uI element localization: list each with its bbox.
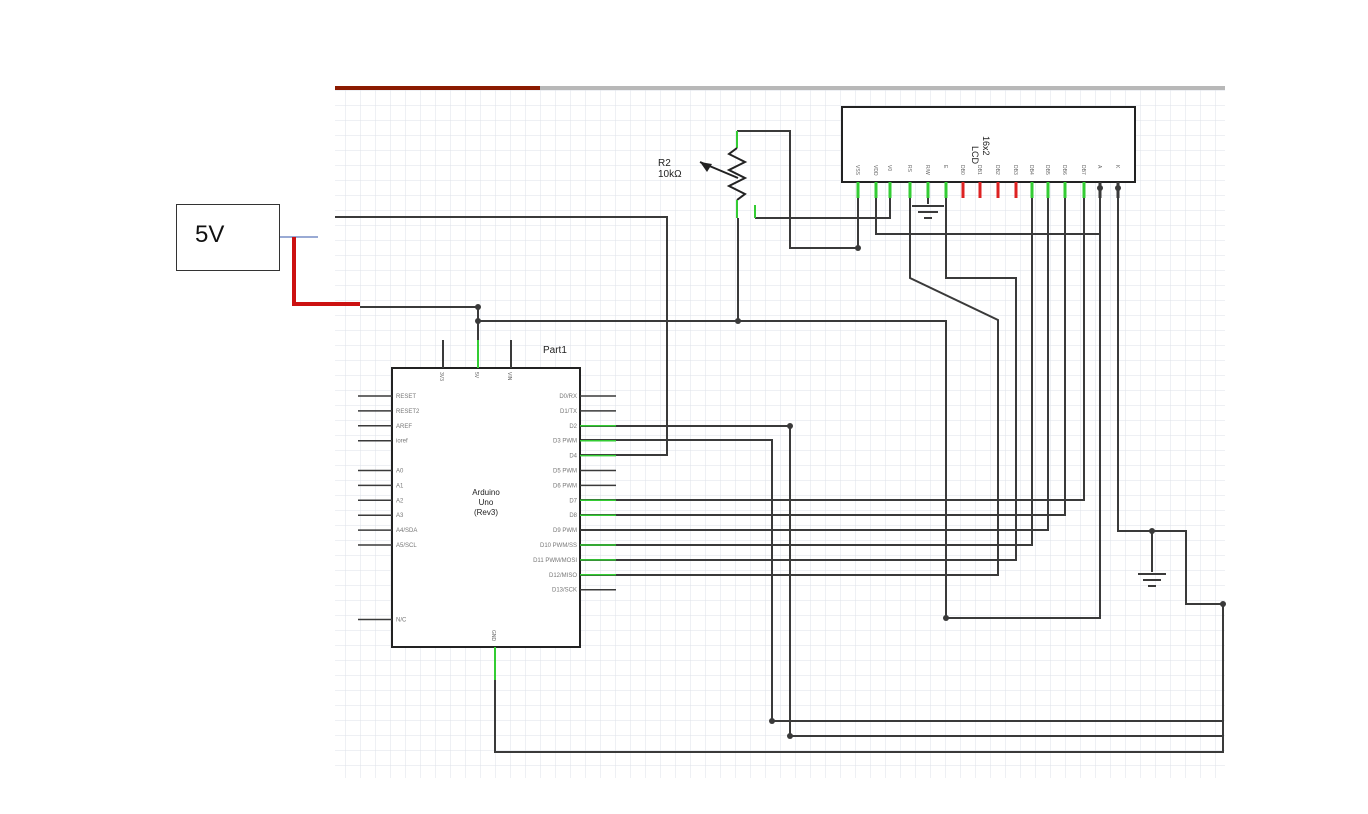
arduino-left-pin-label: A4/SDA — [396, 528, 417, 534]
arduino-title-line1: Arduino — [472, 488, 500, 497]
arduino-uno: Part1 Arduino Uno (Rev3) 3V3 5V VIN GND … — [358, 340, 616, 680]
lcd-pin-label: VSS — [854, 165, 860, 176]
arduino-title-line2: Uno — [479, 498, 494, 507]
arduino-right-pin-label: D3 PWM — [553, 439, 577, 445]
arduino-left-pin-label: N/C — [396, 618, 407, 624]
lcd-pin-label: A — [1096, 165, 1102, 169]
lcd-pin-label: V0 — [886, 165, 892, 171]
lcd-module: LCD 16x2 VSS VDD V0 RS R/W E DB0 DB1 DB2 DB3 DB4 DB… — [841, 106, 1136, 198]
lcd-pin-label: DB5 — [1044, 165, 1050, 175]
lcd-pin-label: RS — [906, 165, 912, 173]
lcd-pin-label: DB3 — [1012, 165, 1018, 175]
arduino-right-pin-label: D10 PWM/SS — [540, 543, 577, 549]
arduino-right-pin-label: D6 PWM — [553, 483, 577, 489]
arduino-right-pin-label: D4 — [569, 454, 577, 460]
lcd-pin-label: DB4 — [1028, 165, 1034, 175]
arduino-right-pin-label: D0/RX — [559, 394, 577, 400]
arduino-right-pin-label: D13/SCK — [552, 588, 577, 594]
lcd-pin-label: DB7 — [1080, 165, 1086, 175]
arduino-left-pin-label: A0 — [396, 469, 404, 475]
arduino-right-pin-label: D12/MISO — [549, 573, 577, 579]
potentiometer-value: 10kΩ — [658, 169, 682, 180]
arduino-left-pin-label: AREF — [396, 424, 412, 430]
arduino-pin-5v: 5V — [473, 372, 479, 379]
arduino-left-pin-label: A2 — [396, 498, 404, 504]
arduino-right-pin-label: D1/TX — [560, 409, 577, 415]
arduino-left-pin-label: A3 — [396, 513, 404, 519]
supply-wire — [280, 236, 360, 306]
arduino-left-pin-label: ioref — [396, 439, 408, 445]
arduino-part-label: Part1 — [543, 345, 567, 356]
arduino-right-pin-label: D7 — [569, 498, 577, 504]
supply-label-box: 5V — [176, 204, 280, 271]
lcd-pin-label: DB1 — [976, 165, 982, 175]
lcd-pin-label: VDD — [872, 165, 878, 176]
lcd-model: 16x2 — [981, 136, 991, 156]
lcd-pin-label: R/W — [924, 165, 930, 175]
arduino-pin-3v3: 3V3 — [438, 372, 444, 381]
arduino-right-pin-label: D2 — [569, 424, 577, 430]
wires — [335, 130, 1224, 753]
lcd-pin-label: DB6 — [1061, 165, 1067, 175]
arduino-pin-vin: VIN — [506, 372, 512, 381]
potentiometer-ref: R2 — [658, 158, 671, 169]
lcd-pin-label: DB0 — [959, 165, 965, 175]
potentiometer: R2 10kΩ — [658, 131, 756, 218]
lcd-pin-label: DB2 — [994, 165, 1000, 175]
arduino-pin-gnd: GND — [490, 630, 496, 642]
arduino-left-pin-label: A1 — [396, 483, 404, 489]
arduino-right-pin-label: D8 — [569, 513, 577, 519]
arduino-right-pin-label: D5 PWM — [553, 469, 577, 475]
lcd-pin-label: E — [942, 165, 948, 169]
arduino-left-pin-label: RESET — [396, 394, 416, 400]
arduino-title-line3: (Rev3) — [474, 508, 498, 517]
supply-label: 5V — [195, 221, 225, 248]
lcd-pin-label: K — [1114, 165, 1120, 169]
ground-symbol — [1138, 573, 1166, 587]
arduino-left-pin-label: A5/SCL — [396, 543, 417, 549]
arduino-left-pin-label: RESET2 — [396, 409, 420, 415]
lcd-name: LCD — [970, 146, 980, 165]
arduino-right-pin-label: D9 PWM — [553, 528, 577, 534]
arduino-right-pin-label: D11 PWM/MOSI — [533, 558, 577, 564]
